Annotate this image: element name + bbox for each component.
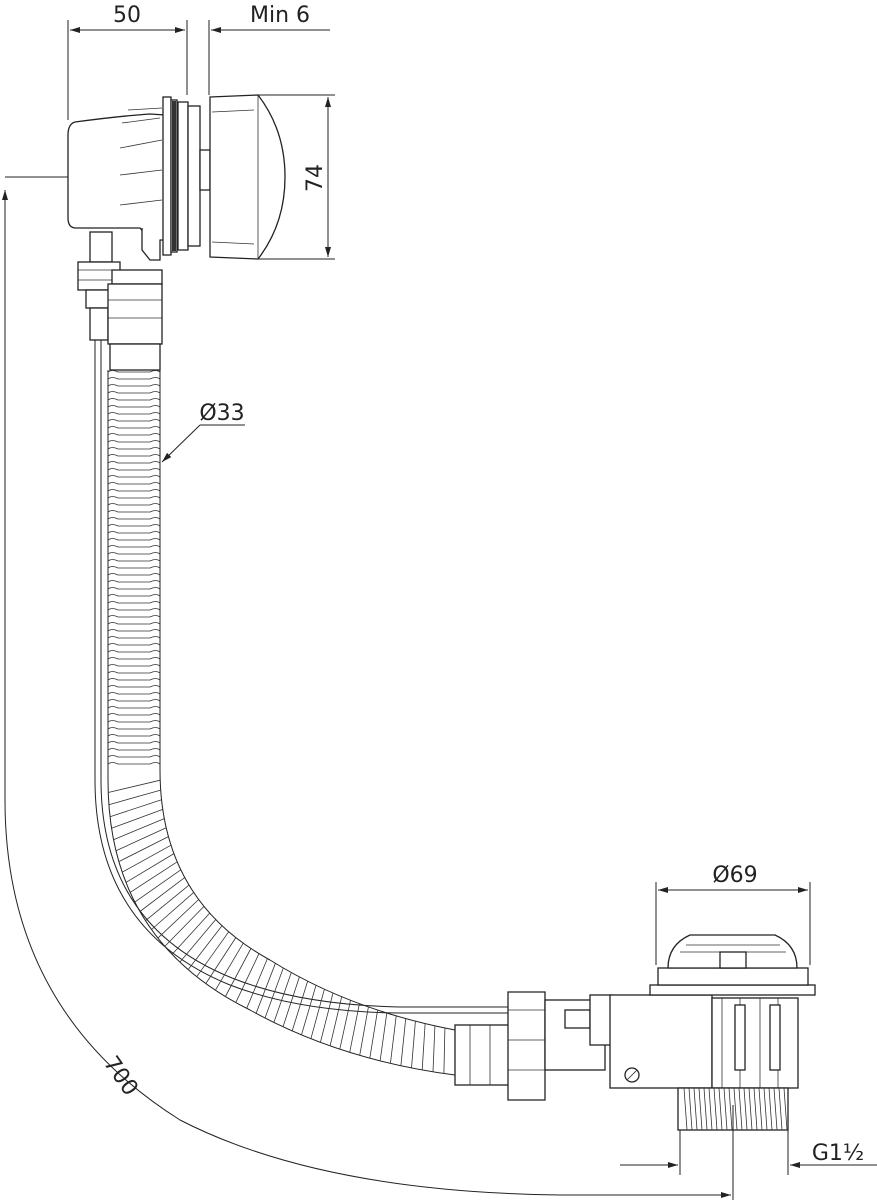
upper-hose-collar xyxy=(107,269,163,371)
drain-body xyxy=(609,934,816,1131)
overflow-depth-label: 50 xyxy=(113,3,141,28)
hose-diameter-label: Ø33 xyxy=(199,401,244,426)
overflow-assembly xyxy=(67,94,286,261)
corrugated-hose xyxy=(107,370,456,1076)
dimension-drain-cap-diameter: Ø69 xyxy=(655,863,811,965)
min-gap-label: Min 6 xyxy=(250,3,310,28)
drain-cap-diameter-label: Ø69 xyxy=(712,863,757,888)
dimension-overflow-cap-height: 74 xyxy=(258,94,335,260)
dimension-overflow-depth: 50 xyxy=(67,3,188,120)
overflow-cap-height-label: 74 xyxy=(303,164,328,192)
outlet-threads xyxy=(683,1087,788,1131)
cable-connector xyxy=(77,231,121,341)
dimension-min-gap: Min 6 xyxy=(208,3,330,95)
hose-length-label: 700 xyxy=(98,1052,143,1101)
dimension-hose-diameter: Ø33 xyxy=(161,401,245,463)
thread-size-label: G1½ xyxy=(812,1141,864,1166)
dimension-thread-size: G1½ xyxy=(620,1130,877,1175)
lower-coupling xyxy=(454,991,613,1101)
bowden-cable xyxy=(94,340,590,1014)
